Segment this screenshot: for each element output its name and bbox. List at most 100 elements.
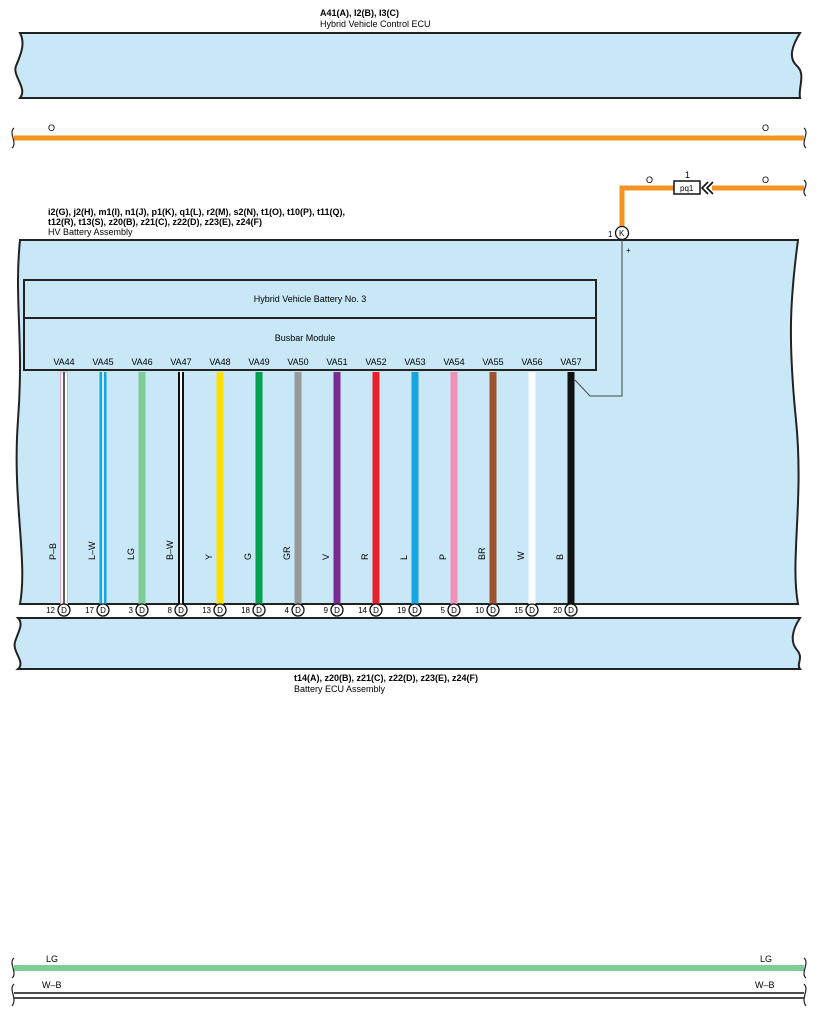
circuit-va44-pin-circle [57, 603, 71, 617]
circuit-va55-pin-circle [486, 603, 500, 617]
fuse-chevron-icon [700, 181, 714, 195]
k-terminal-code: K [619, 229, 625, 238]
circuit-va56-pin-number: 15 [514, 606, 523, 615]
circuit-va50-pin-circle [291, 603, 305, 617]
fuse-box [673, 180, 701, 195]
circuit-va48-pin-circle [213, 603, 227, 617]
circuit-va49-top-label: VA49 [248, 357, 269, 367]
circuit-va52-pin-code: D [373, 606, 379, 615]
busbar-box [23, 317, 597, 371]
circuit-va45-pin-number: 17 [85, 606, 94, 615]
circuit-va54-pin-number: 5 [441, 606, 446, 615]
circuit-va55-pin-number: 10 [475, 606, 484, 615]
circuit-va51-pin-circle [330, 603, 344, 617]
circuit-va57-pin-number: 20 [553, 606, 562, 615]
circuit-va46-wire-color-label: LG [126, 548, 136, 560]
wb-wire-left-label: W–B [42, 980, 62, 990]
circuit-va53-pin-circle [408, 603, 422, 617]
k-terminal-circle [614, 225, 630, 241]
circuit-va46-wire [138, 372, 146, 604]
circuit-va54-wire [450, 372, 458, 604]
circuit-va55-top-label: VA55 [482, 357, 503, 367]
circuit-va45-wire-stripe [102, 372, 104, 604]
bottom-ecu-box [13, 617, 803, 670]
circuit-va50-pin-code: D [295, 606, 301, 615]
circuit-va52-pin-number: 14 [358, 606, 367, 615]
circuit-va44-top-label: VA44 [53, 357, 74, 367]
circuit-va57-wire-color-label: B [555, 554, 565, 560]
circuit-va54-top-label: VA54 [443, 357, 464, 367]
circuit-va45-wire-color-label: L–W [87, 541, 97, 560]
circuit-va47-pin-code: D [178, 606, 184, 615]
circuit-va50-pin-number: 4 [285, 606, 290, 615]
circuit-va56-wire [528, 372, 536, 604]
fuse-wire [619, 185, 675, 230]
circuit-va48-wire-color-label: Y [204, 554, 214, 560]
circuit-va47-pin-number: 8 [168, 606, 173, 615]
circuit-va49-wire [255, 372, 263, 604]
circuit-va46-top-label: VA46 [131, 357, 152, 367]
wb-wire-right-break [803, 983, 807, 1007]
circuit-va56-wire-color-label: W [516, 551, 526, 560]
circuit-va56-top-label: VA56 [521, 357, 542, 367]
circuit-va56-pin-circle [525, 603, 539, 617]
circuit-va47-wire-stripe [180, 372, 182, 604]
hv-battery-connectors-line2: t12(R), t13(S), z20(B), z21(C), z22(D), … [48, 217, 262, 227]
circuit-va45-pin-circle [96, 603, 110, 617]
fuse-wire-break [803, 179, 807, 197]
busbar-label: Busbar Module [275, 333, 336, 343]
orange-wire-left-break [11, 127, 15, 149]
fuse-pin: 1 [685, 170, 690, 180]
circuit-va51-pin-code: D [334, 606, 340, 615]
circuit-va44-wire-color-label: P–B [48, 543, 58, 560]
circuit-va54-wire-color-label: P [438, 554, 448, 560]
circuit-va47-pin-circle [174, 603, 188, 617]
circuit-va53-pin-code: D [412, 606, 418, 615]
circuit-va48-pin-number: 13 [202, 606, 211, 615]
orange-wire-left-label: O [48, 123, 55, 133]
k-terminal-plus: + [626, 246, 631, 255]
circuit-va46-pin-circle [135, 603, 149, 617]
circuit-va57-pin-circle [564, 603, 578, 617]
circuit-va45-pin-code: D [100, 606, 106, 615]
circuit-va57-wire [567, 372, 575, 604]
circuit-va52-top-label: VA52 [365, 357, 386, 367]
orange-wire-right-break [803, 127, 807, 149]
battery-no3-label: Hybrid Vehicle Battery No. 3 [254, 294, 367, 304]
circuit-va53-pin-number: 19 [397, 606, 406, 615]
circuit-va48-pin-code: D [217, 606, 223, 615]
circuit-va55-wire [489, 372, 497, 604]
circuit-va49-pin-circle [252, 603, 266, 617]
circuit-va50-wire [294, 372, 302, 604]
circuit-va51-wire [333, 372, 341, 604]
circuit-va45-top-label: VA45 [92, 357, 113, 367]
circuit-va44-wire-stripe [63, 372, 65, 604]
top-ecu-name: Hybrid Vehicle Control ECU [320, 19, 431, 29]
lg-wire-left-label: LG [46, 954, 58, 964]
hv-battery-name: HV Battery Assembly [48, 227, 133, 237]
circuit-va48-top-label: VA48 [209, 357, 230, 367]
circuit-va49-wire-color-label: G [243, 553, 253, 560]
circuit-va47-top-label: VA47 [170, 357, 191, 367]
circuit-va51-top-label: VA51 [326, 357, 347, 367]
circuit-va48-wire [216, 372, 224, 604]
hv-battery-connectors-line1: i2(G), j2(H), m1(I), n1(J), p1(K), q1(L)… [48, 207, 345, 217]
k-terminal-pin: 1 [608, 230, 613, 239]
lg-wire-left-break [11, 957, 15, 979]
fuse-left-label: O [646, 175, 653, 185]
circuit-va55-wire-color-label: BR [477, 547, 487, 560]
bottom-ecu-connectors: t14(A), z20(B), z21(C), z22(D), z23(E), … [294, 673, 478, 683]
circuit-va57-top-label: VA57 [560, 357, 581, 367]
lg-wire-right-break [803, 957, 807, 979]
circuit-va52-pin-circle [369, 603, 383, 617]
circuit-va57-pin-code: D [568, 606, 574, 615]
wb-wire-left-break [11, 983, 15, 1007]
circuit-va50-wire-color-label: GR [282, 546, 292, 560]
circuit-va53-top-label: VA53 [404, 357, 425, 367]
wb-wire-right-label: W–B [755, 980, 775, 990]
circuit-va54-pin-circle [447, 603, 461, 617]
circuit-va54-pin-code: D [451, 606, 457, 615]
circuit-va55-pin-code: D [490, 606, 496, 615]
circuit-va44-pin-number: 12 [46, 606, 55, 615]
